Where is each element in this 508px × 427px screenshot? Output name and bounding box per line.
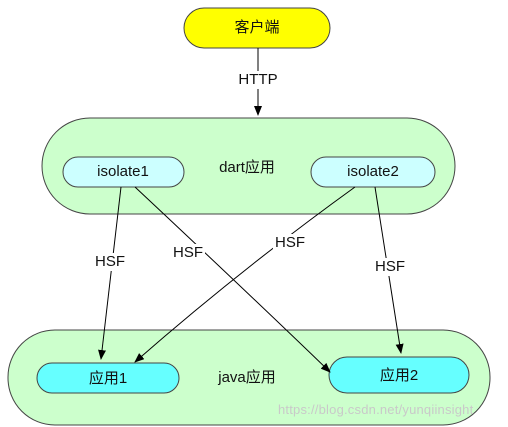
watermark: https://blog.csdn.net/yunqiinsight bbox=[278, 402, 474, 417]
app1-label: 应用1 bbox=[88, 370, 128, 387]
hsf-isolate1-app1-label: HSF bbox=[93, 253, 127, 271]
app2-label: 应用2 bbox=[379, 367, 419, 384]
hsf-isolate2-app1-label: HSF bbox=[273, 234, 307, 252]
isolate1-label: isolate1 bbox=[97, 163, 149, 180]
hsf-isolate1-app2-label: HSF bbox=[171, 244, 205, 262]
dart-app-group bbox=[41, 117, 456, 215]
http-edge-label: HTTP bbox=[236, 71, 280, 89]
client-label: 客户端 bbox=[234, 19, 280, 36]
dart-group-label: dart应用 bbox=[219, 159, 275, 176]
java-group-label: java应用 bbox=[218, 369, 276, 386]
edge-isolate1-app1 bbox=[98, 186, 122, 360]
java-app-group bbox=[7, 329, 491, 426]
hsf-isolate2-app2-label: HSF bbox=[373, 258, 407, 276]
app1-node bbox=[36, 362, 180, 394]
isolate1-node bbox=[62, 156, 185, 188]
isolate2-node bbox=[310, 156, 436, 188]
isolate2-label: isolate2 bbox=[347, 163, 399, 180]
app2-node bbox=[328, 356, 470, 394]
client-node bbox=[183, 7, 331, 49]
edge-isolate2-app1 bbox=[134, 186, 356, 363]
edge-isolate1-app2 bbox=[134, 186, 331, 373]
